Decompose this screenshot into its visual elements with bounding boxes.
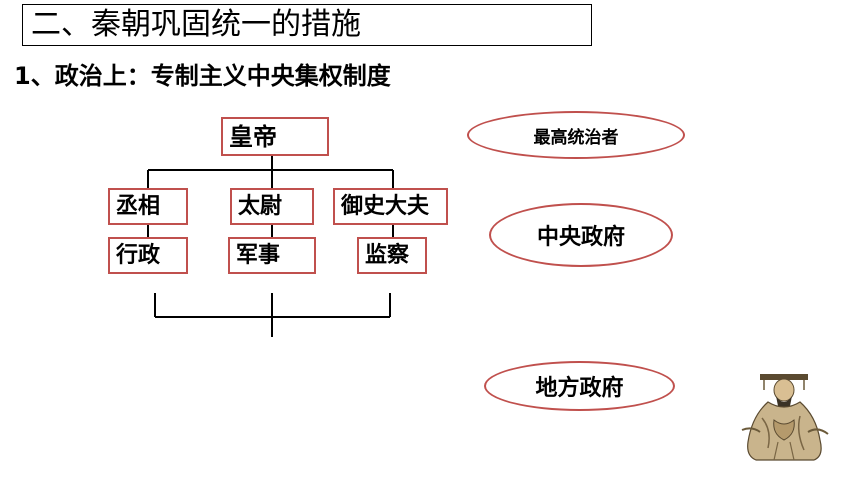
label-supreme-ruler: 最高统治者	[467, 111, 685, 159]
section-title: 二、秦朝巩固统一的措施	[22, 4, 592, 46]
emperor-figure-icon	[741, 374, 829, 461]
node-duty-military: 军事	[228, 237, 316, 274]
label-central-government: 中央政府	[489, 203, 673, 267]
node-commandant: 太尉	[230, 188, 314, 225]
node-duty-administration: 行政	[108, 237, 188, 274]
node-chancellor: 丞相	[108, 188, 188, 225]
node-duty-supervision: 监察	[357, 237, 427, 274]
label-local-government: 地方政府	[484, 361, 675, 411]
subsection-title: 1、政治上：专制主义中央集权制度	[14, 62, 391, 90]
node-emperor: 皇帝	[221, 117, 329, 156]
node-censor: 御史大夫	[333, 188, 448, 225]
